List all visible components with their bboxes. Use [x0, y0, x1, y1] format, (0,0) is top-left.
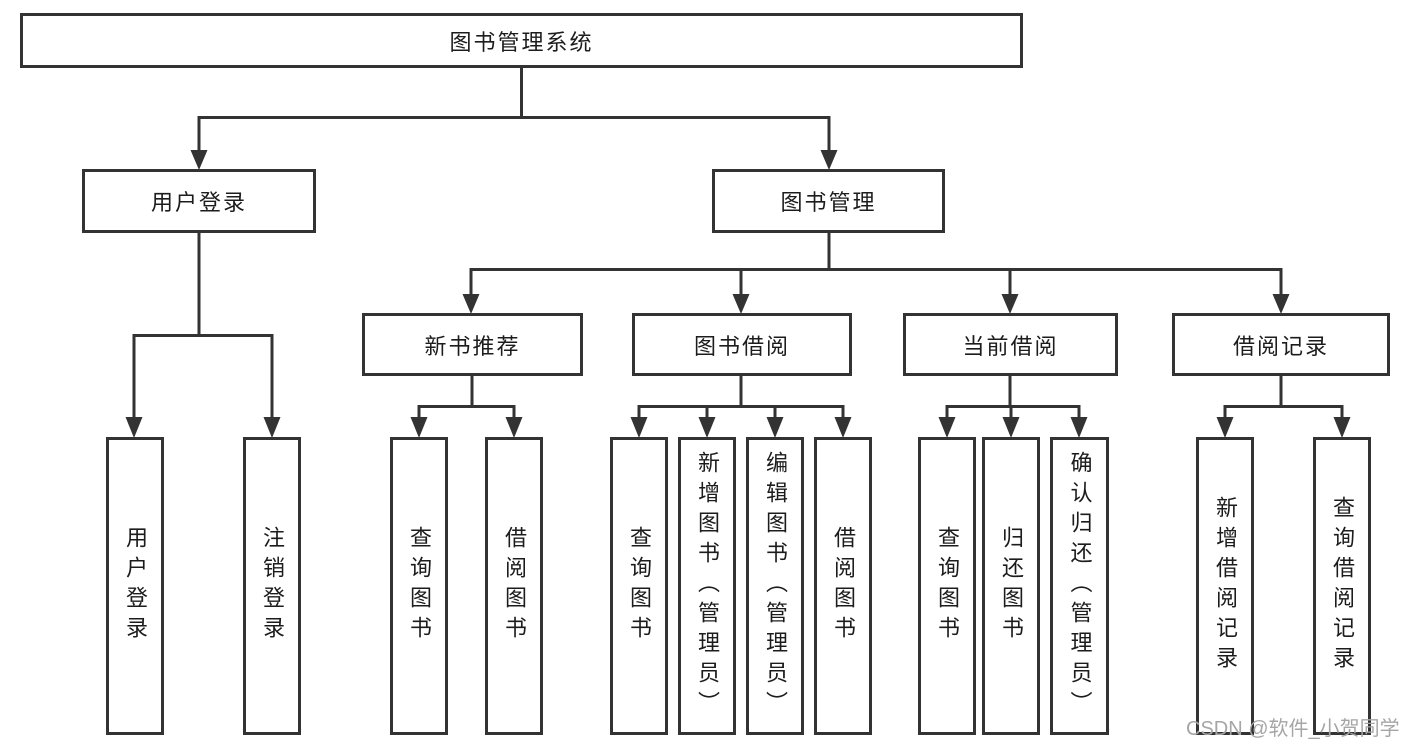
leaf-logout: 注销登录 — [243, 437, 301, 735]
node-label: 查询图书 — [627, 526, 652, 646]
leaf-query-books-recommendation: 查询图书 — [390, 437, 448, 735]
node-label: 新增借阅记录 — [1213, 496, 1238, 676]
leaf-query-books-current: 查询图书 — [918, 437, 976, 735]
edge-book-borrowing-to-leaves — [630, 375, 852, 438]
edge-book-management-to-level3 — [462, 232, 1290, 314]
node-label: 用户登录 — [123, 526, 148, 646]
node-label: 新增图书（管理员） — [695, 451, 720, 721]
node-current-borrowing: 当前借阅 — [903, 313, 1118, 376]
node-label: 查询借阅记录 — [1330, 496, 1355, 676]
leaf-borrow-books-recommendation: 借阅图书 — [485, 437, 543, 735]
node-label: 归还图书 — [999, 526, 1024, 646]
node-label: 借阅图书 — [502, 526, 527, 646]
edge-new-book-recommendation-to-leaves — [410, 375, 523, 438]
node-label: 确认归还（管理员） — [1067, 451, 1093, 721]
node-label: 用户登录 — [150, 190, 247, 215]
node-label: 借阅图书 — [831, 526, 856, 646]
leaf-edit-books-admin: 编辑图书（管理员） — [746, 437, 804, 735]
node-label: 图书借阅 — [693, 333, 790, 359]
edge-current-borrowing-to-leaves — [938, 375, 1088, 438]
node-label: 查询图书 — [407, 526, 432, 646]
node-label: 查询图书 — [935, 526, 960, 646]
node-label: 图书管理 — [780, 190, 877, 215]
node-label: 新书推荐 — [424, 333, 521, 359]
leaf-add-books-admin: 新增图书（管理员） — [678, 437, 736, 735]
node-label: 编辑图书（管理员） — [763, 451, 788, 721]
node-label: 注销登录 — [260, 526, 285, 646]
leaf-query-books-borrowing: 查询图书 — [610, 437, 668, 735]
node-label: 借阅记录 — [1232, 333, 1329, 359]
leaf-return-books: 归还图书 — [982, 437, 1040, 735]
leaf-borrow-books-borrowing: 借阅图书 — [814, 437, 872, 735]
csdn-watermark: CSDN @软件_小贺同学 — [1186, 718, 1400, 740]
node-borrowing-records: 借阅记录 — [1172, 313, 1390, 376]
node-label: 图书管理系统 — [449, 29, 594, 55]
leaf-add-borrowing-record: 新增借阅记录 — [1196, 437, 1254, 735]
edge-root-to-level2 — [190, 67, 838, 170]
leaf-query-borrowing-record: 查询借阅记录 — [1313, 437, 1371, 735]
edge-user-login-to-leaves — [125, 232, 281, 438]
node-book-borrowing: 图书借阅 — [632, 313, 852, 376]
node-new-book-recommendation: 新书推荐 — [362, 313, 583, 376]
node-library-management-system: 图书管理系统 — [20, 13, 1023, 68]
node-book-management: 图书管理 — [712, 169, 945, 233]
leaf-confirm-return-admin: 确认归还（管理员） — [1050, 437, 1109, 735]
node-label: 当前借阅 — [962, 333, 1059, 359]
edge-borrowing-records-to-leaves — [1216, 375, 1351, 438]
leaf-user-login: 用户登录 — [106, 437, 164, 735]
node-user-login: 用户登录 — [82, 169, 316, 233]
